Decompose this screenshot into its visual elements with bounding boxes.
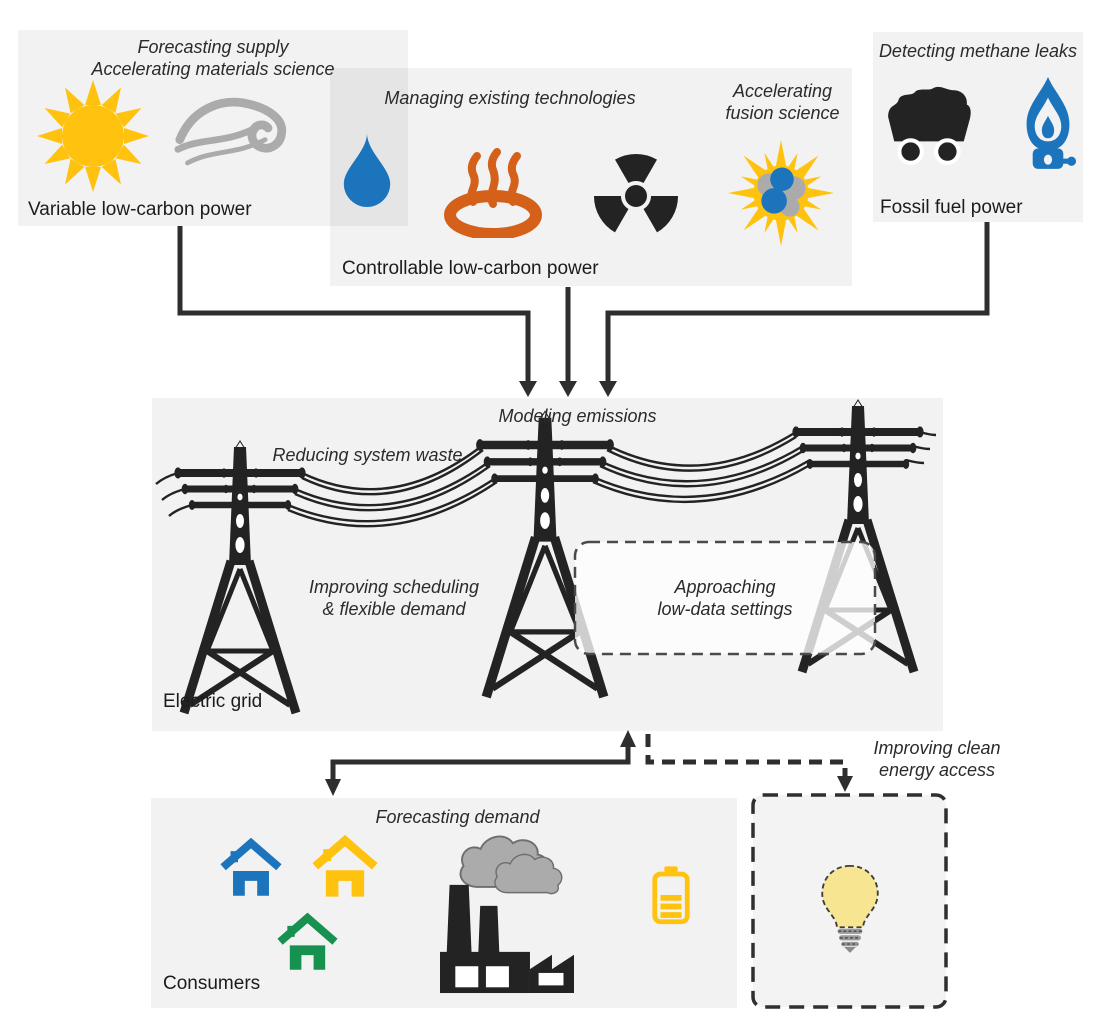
grid-to-clean-energy-arrow <box>645 734 853 792</box>
fossil-annotation: Detecting methane leaks <box>878 41 1078 61</box>
fossil-label: Fossil fuel power <box>880 197 1023 218</box>
wind-swirl-icon <box>174 97 286 166</box>
gas-flame-icon <box>1026 77 1076 169</box>
low-data-line1: Approaching <box>674 577 776 597</box>
battery-icon <box>652 866 690 925</box>
controllable-label: Controllable low-carbon power <box>342 258 599 279</box>
scheduling-line1: Improving scheduling <box>308 577 480 597</box>
variable-annotation-line1: Forecasting supply <box>137 37 289 57</box>
grid-to-consumers-arrow <box>325 730 636 796</box>
coal-cart-icon <box>888 86 971 165</box>
house-blue-icon <box>220 837 282 896</box>
variable-annotation-line2: Accelerating materials science <box>91 59 335 79</box>
fusion-annotation-line2: fusion science <box>725 103 840 123</box>
forecasting-demand-annotation: Forecasting demand <box>375 807 540 827</box>
fusion-annotation: Accelerating fusion science <box>700 80 865 124</box>
house-green-icon <box>277 912 338 970</box>
fusion-sun-icon <box>727 139 835 247</box>
reducing-waste-annotation: Reducing system waste <box>272 445 463 465</box>
radiation-icon <box>590 153 682 236</box>
low-data-annotation: Approaching low-data settings <box>600 576 850 620</box>
fusion-annotation-line1: Accelerating <box>732 81 833 101</box>
house-yellow-icon <box>312 834 378 897</box>
factory-icon <box>440 884 574 994</box>
clean-energy-line1: Improving clean <box>873 738 1001 758</box>
controllable-annotation: Managing existing technologies <box>384 88 636 108</box>
scheduling-annotation: Improving scheduling & flexible demand <box>283 576 505 620</box>
water-drop-icon <box>343 133 391 207</box>
clean-energy-annotation: Improving clean energy access <box>852 737 1022 781</box>
variable-annotation: Forecasting supply Accelerating material… <box>18 36 408 80</box>
scheduling-line2: & flexible demand <box>322 599 466 619</box>
low-data-line2: low-data settings <box>657 599 793 619</box>
electric-grid-label: Electric grid <box>163 691 263 712</box>
consumers-label: Consumers <box>163 973 261 994</box>
variable-label: Variable low-carbon power <box>28 199 252 220</box>
clean-energy-line2: energy access <box>878 760 996 780</box>
lightbulb-icon <box>821 864 879 953</box>
geothermal-hot-spring-icon <box>444 148 542 238</box>
smoke-clouds-icon <box>459 835 563 895</box>
modeling-emissions-annotation: Modeling emissions <box>498 406 657 426</box>
sun-icon <box>37 80 149 192</box>
